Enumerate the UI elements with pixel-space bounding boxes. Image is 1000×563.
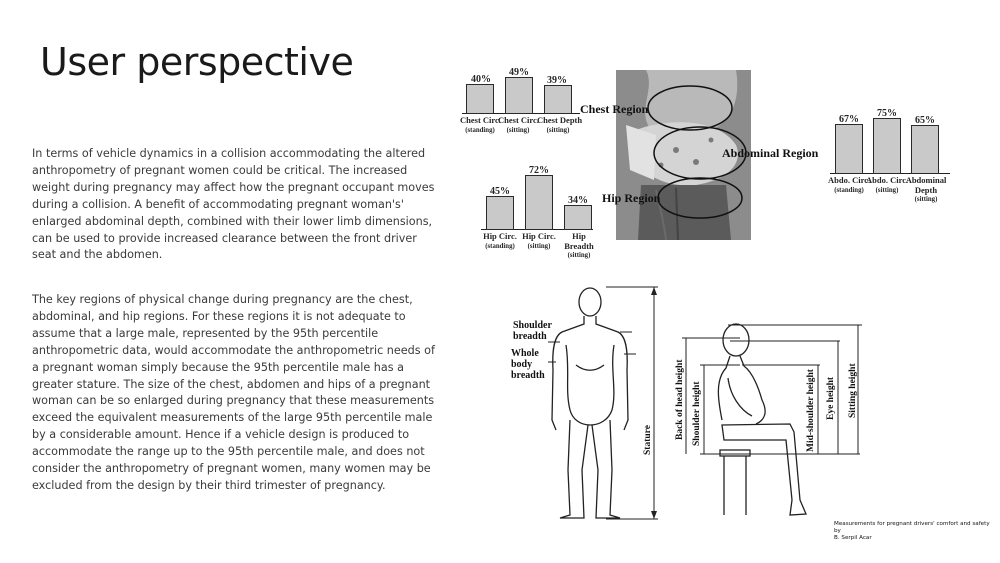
chest-bar-1 (466, 84, 494, 114)
whole-body-breadth-label: Whole body breadth (511, 348, 545, 381)
chest-bar-3 (544, 85, 572, 114)
abdominal-bar-3-value: 65% (915, 115, 935, 126)
hip-bar-3-value: 34% (568, 195, 588, 206)
hip-bar-1-label: Hip Circ.(standing) (483, 231, 517, 250)
standing-figure (551, 287, 629, 519)
abdominal-bar-3 (911, 125, 939, 174)
chest-bar-3-label: Chest Depth(sitting) (537, 115, 583, 134)
abdominal-bar-1 (835, 124, 863, 174)
abdominal-bar-1-label: Abdo. Circ.(standing) (828, 175, 871, 194)
shoulder-breadth-label: Shoulder breadth (513, 320, 552, 342)
eye-height-label: Eye height (826, 376, 836, 420)
body-paragraph-1: In terms of vehicle dynamics in a collis… (32, 147, 435, 262)
credit-title: Measurements for pregnant drivers' comfo… (834, 521, 990, 527)
chest-bar-1-label: Chest Circ.(standing) (460, 115, 501, 134)
back-of-head-height-label: Back of head height (675, 359, 685, 441)
body-paragraph-2: The key regions of physical change durin… (32, 293, 435, 492)
hip-bar-2-value: 72% (529, 165, 549, 176)
credit-author: B. Serpil Acar (834, 535, 872, 541)
chest-region-label: Chest Region (580, 102, 649, 116)
hip-region-ellipse (657, 177, 743, 219)
torso-illustration (616, 70, 751, 240)
chest-bar-2 (505, 77, 533, 114)
abdominal-region-ellipse (653, 126, 747, 180)
hip-bar-3-label: Hip Breadth(sitting) (564, 231, 594, 259)
mid-shoulder-height-label: Mid-shoulder height (806, 369, 816, 452)
hip-bar-1 (486, 196, 514, 230)
abdominal-bar-2-value: 75% (877, 108, 897, 119)
abdominal-bar-2 (873, 118, 901, 174)
hip-bar-1-value: 45% (490, 186, 510, 197)
source-credit: Measurements for pregnant drivers' comfo… (834, 521, 994, 542)
chest-bar-3-value: 39% (547, 75, 567, 86)
hip-bar-2-label: Hip Circ.(sitting) (522, 231, 556, 250)
stature-label: Stature (643, 425, 653, 455)
slide-title: User perspective (40, 40, 354, 84)
shoulder-height-label: Shoulder height (692, 381, 702, 447)
abdominal-bar-1-value: 67% (839, 114, 859, 125)
sitting-height-label: Sitting height (848, 363, 858, 418)
pregnant-torso-photo (616, 70, 751, 240)
credit-by: by (834, 528, 841, 534)
abdominal-bar-3-label: Abdominal Depth(sitting) (905, 175, 947, 203)
chest-bar-2-label: Chest Circ.(sitting) (498, 115, 539, 134)
chest-bar-2-value: 49% (509, 67, 529, 78)
abdominal-region-label: Abdominal Region (722, 146, 819, 160)
chest-region-ellipse (647, 85, 733, 131)
chest-bar-1-value: 40% (471, 74, 491, 85)
abdominal-bar-2-label: Abdo. Circ.(sitting) (866, 175, 909, 194)
sitting-figure (717, 323, 807, 516)
hip-bar-2 (525, 175, 553, 230)
hip-region-label: Hip Region (602, 191, 661, 205)
hip-bar-3 (564, 205, 592, 230)
